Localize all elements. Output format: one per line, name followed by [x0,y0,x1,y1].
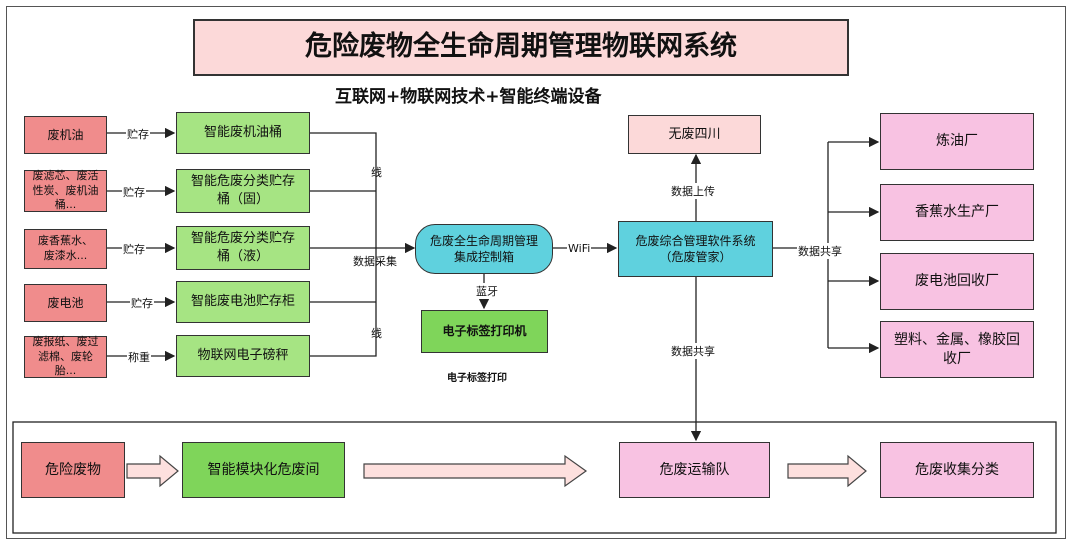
recycler-battery: 废电池回收厂 [880,253,1034,310]
hollow-arrow-3 [787,454,867,488]
bus-label-top: 线 [371,166,382,179]
bus-label-bottom: 线 [371,327,382,340]
action-label: 称重 [127,349,151,365]
diagram-frame [6,6,1066,539]
source-filters: 废滤芯、废活性炭、废机油桶... [24,169,107,212]
share-right-label: 数据共享 [797,243,843,259]
recycler-refinery: 炼油厂 [880,113,1034,170]
title-box: 危险废物全生命周期管理物联网系统 [193,19,849,76]
source-batteries: 废电池 [24,284,107,322]
source-waste-oil: 废机油 [24,116,107,154]
source-solvents: 废香蕉水、废漆水... [24,229,107,269]
device-scale: 物联网电子磅秤 [176,335,310,377]
action-label: 贮存 [122,241,146,257]
subtitle: 互联网+物联网技术+智能终端设备 [335,87,602,107]
bus-label-middle: 数据采集 [353,255,397,268]
flow-hazardous-waste: 危险废物 [21,442,125,498]
device-solid-bin: 智能危废分类贮存桶（固） [176,169,310,213]
platform-wufei-sichuan: 无废四川 [628,115,761,154]
bluetooth-label: 蓝牙 [475,283,499,299]
flow-transport-team: 危废运输队 [619,442,770,498]
action-label: 贮存 [130,295,154,311]
recycler-solvent-plant: 香蕉水生产厂 [880,184,1034,241]
share-down-label: 数据共享 [670,343,716,359]
bus-line [310,132,377,357]
printer-caption: 电子标签打印 [447,373,507,384]
flow-frame [12,421,1057,534]
source-paper: 废报纸、废过滤棉、废轮胎... [24,335,107,378]
action-label: 贮存 [122,184,146,200]
device-oil-bucket: 智能废机油桶 [176,112,310,154]
action-label: 贮存 [126,126,150,142]
device-battery-cabinet: 智能废电池贮存柜 [176,281,310,323]
flow-modular-storage-room: 智能模块化危废间 [182,442,345,498]
hollow-arrow-2 [363,454,588,488]
flow-collection-sorting: 危废收集分类 [880,442,1034,498]
diagram-title: 危险废物全生命周期管理物联网系统 [305,31,737,63]
hollow-arrow-1 [126,454,179,488]
software-system: 危废综合管理软件系统（危废管家） [618,221,773,277]
wifi-label: WiFi [567,242,592,255]
integrated-control-box: 危废全生命周期管理集成控制箱 [415,224,553,274]
device-liquid-bin: 智能危废分类贮存桶（液） [176,226,310,270]
label-printer: 电子标签打印机 [421,310,548,353]
recycler-plastic-metal-rubber: 塑料、金属、橡胶回收厂 [880,321,1034,378]
upload-label: 数据上传 [670,183,716,199]
